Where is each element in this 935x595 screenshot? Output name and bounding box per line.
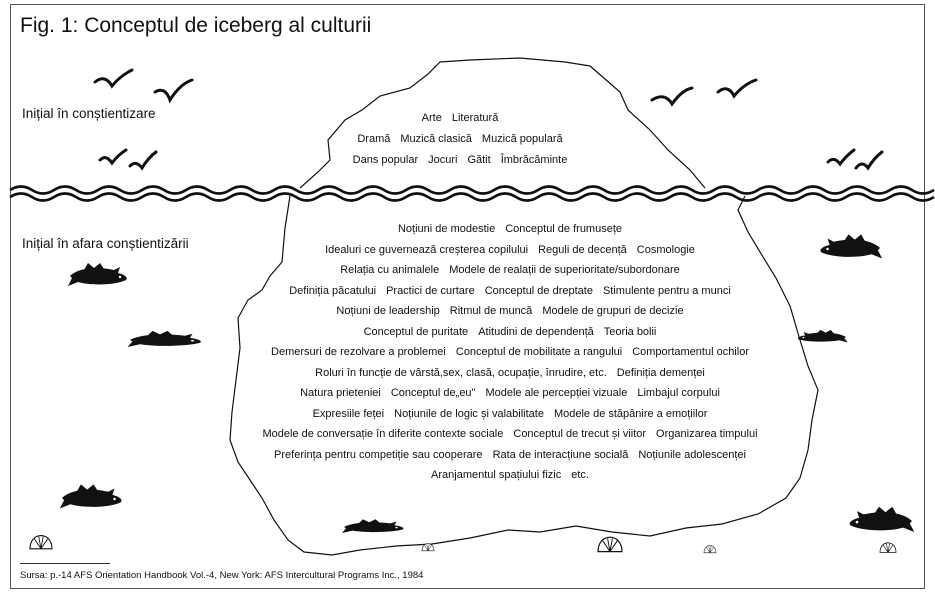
item-row: Expresiile feței Noțiunile de logic și va… — [215, 404, 805, 425]
culture-item: Preferința pentru competiție sau coopera… — [274, 448, 483, 461]
culture-item: Organizarea timpului — [656, 428, 758, 440]
culture-item: Conceptul de dreptate — [484, 284, 593, 297]
item-row: Arte Literatură — [330, 108, 590, 129]
culture-item: Definiția demenței — [616, 366, 705, 379]
culture-item: Arte — [421, 112, 442, 124]
item-row: Conceptul de puritate Atitudini de depend… — [215, 322, 805, 343]
item-row: Demersuri de rezolvare a problemei Concep… — [215, 342, 805, 363]
item-row: Natura prieteniei Conceptul de„eu" Modele … — [215, 383, 805, 404]
culture-item: Practici de curtare — [386, 284, 475, 297]
culture-item: Noțiuni de modestie — [397, 223, 496, 235]
culture-item: Conceptul de„eu" — [390, 387, 476, 399]
culture-item: Teoria bolii — [603, 325, 657, 338]
culture-item: Limbajul corpului — [637, 387, 720, 399]
culture-item: Roluri în funcție de vârstă,sex, clasă, … — [315, 366, 607, 379]
source-citation: Sursa: p.-14 AFS Orientation Handbook Vo… — [20, 570, 424, 581]
culture-item: Ritmul de muncă — [449, 305, 533, 317]
culture-item: Literatură — [451, 112, 499, 124]
item-row: Dramă Muzică clasică Muzică populară — [330, 129, 590, 150]
culture-item: Jocuri — [428, 154, 458, 166]
culture-item: Atitudini de dependență — [478, 325, 594, 338]
culture-item: Definiția păcatului — [289, 284, 377, 297]
hidden-culture-list: Noțiuni de modestie Conceptul de frumuseț… — [215, 219, 805, 486]
item-row: Noțiuni de leadership Ritmul de muncă Mode… — [215, 301, 805, 322]
culture-item: Relația cu animalele — [340, 264, 440, 276]
culture-item: Conceptul de mobilitate a rangului — [455, 346, 623, 358]
culture-item: Idealuri ce guvernează creșterea copilul… — [325, 243, 529, 256]
culture-item: Natura prieteniei — [300, 387, 381, 399]
culture-item: Conceptul de trecut și viitor — [513, 428, 647, 440]
below-waterline-label: Inițial în afara conștientizării — [22, 236, 189, 251]
culture-item: Aranjamentul spațiului fizic — [431, 469, 562, 481]
culture-item: Reguli de decență — [538, 243, 627, 256]
item-row: Preferința pentru competiție sau coopera… — [215, 445, 805, 466]
item-row: Roluri în funcție de vârstă,sex, clasă, … — [215, 363, 805, 384]
culture-item: Conceptul de puritate — [363, 325, 469, 338]
item-row: Aranjamentul spațiului fizic etc. — [215, 465, 805, 486]
culture-item: Îmbrăcăminte — [500, 154, 568, 166]
bird-icon — [93, 68, 884, 171]
culture-item: Noțiuni de leadership — [336, 305, 440, 317]
figure-frame — [10, 4, 925, 589]
shell-icon — [29, 535, 897, 554]
culture-item: Dans popular — [352, 154, 419, 166]
item-row: Relația cu animalele Modele de realații d… — [215, 260, 805, 281]
culture-item: Demersuri de rezolvare a problemei — [271, 346, 446, 358]
item-row: Dans popular Jocuri Gătit Îmbrăcăminte — [330, 150, 590, 171]
culture-item: Stimulente pentru a munci — [602, 284, 731, 297]
culture-item: Comportamentul ochilor — [632, 346, 749, 358]
source-divider — [20, 563, 110, 564]
culture-item: Rata de interacțiune socială — [492, 448, 629, 461]
culture-item: Expresiile feței — [312, 407, 385, 420]
item-row: Idealuri ce guvernează creșterea copilul… — [215, 240, 805, 261]
culture-item: Modele ale percepției vizuale — [485, 387, 628, 399]
item-row: Noțiuni de modestie Conceptul de frumuseț… — [215, 219, 805, 240]
culture-item: Muzică populară — [481, 133, 563, 145]
water-line — [9, 185, 935, 195]
culture-item: Noțiunile adolescenței — [638, 448, 746, 461]
culture-item: Gătit — [467, 154, 491, 166]
culture-item: Modele de grupuri de decizie — [542, 305, 684, 317]
figure-title: Fig. 1: Conceptul de iceberg al culturii — [20, 14, 372, 37]
culture-item: Conceptul de frumusețe — [505, 223, 623, 235]
culture-item: Modele de realații de superioritate/subo… — [449, 264, 680, 276]
culture-item: Dramă — [357, 133, 391, 145]
culture-item: Modele de conversație în diferite contex… — [262, 428, 504, 440]
culture-item: etc. — [571, 469, 589, 481]
above-waterline-label: Inițial în conștientizare — [22, 106, 156, 121]
item-row: Definiția păcatului Practici de curtare Co… — [215, 281, 805, 302]
culture-item: Noțiunile de logic și valabilitate — [394, 407, 544, 420]
item-row: Modele de conversație în diferite contex… — [215, 424, 805, 445]
iceberg-tip — [299, 57, 706, 189]
iceberg-base — [229, 195, 819, 556]
culture-item: Muzică clasică — [400, 133, 472, 145]
culture-item: Modele de stăpânire a emoțiilor — [553, 407, 708, 420]
culture-item: Cosmologie — [636, 243, 695, 256]
